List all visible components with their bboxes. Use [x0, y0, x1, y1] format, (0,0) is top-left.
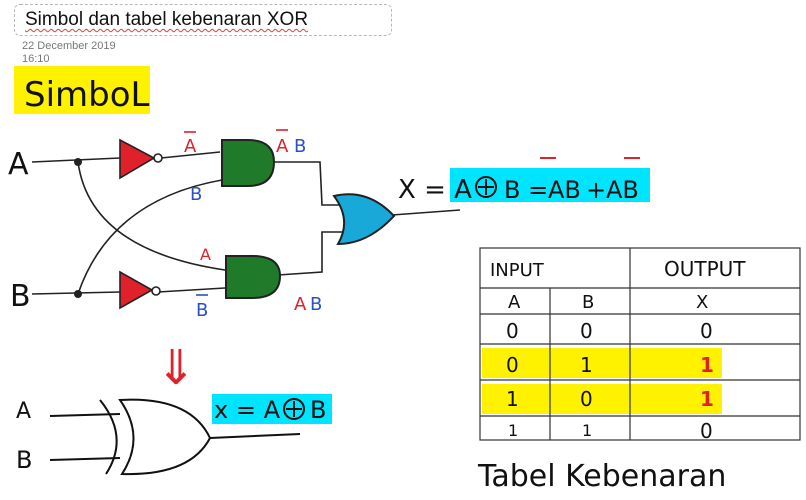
- xor-extra-arc: [99, 399, 118, 475]
- equation-b: B =: [504, 176, 548, 204]
- page-title-box[interactable]: Simbol dan tabel kebenaran XOR: [14, 4, 392, 36]
- page-title: Simbol dan tabel kebenaran XOR: [25, 9, 309, 30]
- and-gate-1: [221, 139, 276, 187]
- or-gate: [332, 193, 396, 246]
- wires: [31, 151, 461, 295]
- xor-gate-body: [118, 398, 212, 476]
- wire-not-b-to-and2: [157, 287, 226, 293]
- wire-b-to-and1: [77, 179, 223, 295]
- input-b-label: B: [10, 279, 31, 314]
- table-group-input: INPUT: [490, 260, 545, 281]
- heading-highlight: [14, 66, 150, 114]
- table-group-output: OUTPUT: [664, 257, 746, 281]
- xor-gate-symbol: [49, 398, 301, 476]
- xor-operator-circle: [475, 176, 497, 198]
- table-header-b: B: [582, 292, 594, 313]
- not-gate-a: [119, 138, 156, 180]
- not-gate-a-bubble: [153, 153, 163, 163]
- page-date: 22 December 2019: [22, 40, 116, 52]
- not-gate-b: [119, 270, 154, 310]
- and-gate-2: [225, 255, 282, 299]
- table-cell: 0: [700, 419, 713, 443]
- table-cell: 1: [582, 421, 592, 440]
- equation-lhs: X = A: [398, 175, 472, 205]
- wire-not-a-to-and1: [160, 151, 221, 159]
- simplified-equation-b: B: [310, 396, 326, 424]
- equation-term2: AB: [606, 176, 639, 204]
- junction-b: [74, 290, 82, 298]
- table-highlight-row-2: [482, 384, 722, 414]
- table-cell: 0: [506, 353, 519, 377]
- down-arrow-icon: ⇓: [156, 340, 196, 396]
- equation-plus: +: [586, 176, 606, 204]
- label-b: B: [190, 184, 202, 205]
- symbol-heading: SimboL: [24, 75, 150, 115]
- junction-a: [74, 158, 82, 166]
- table-cell: 0: [700, 319, 713, 343]
- table-cell: 1: [506, 387, 519, 411]
- table-header-a: A: [508, 292, 521, 313]
- wire-and1-to-or: [272, 161, 340, 206]
- simplified-input-a: A: [16, 399, 31, 424]
- xor-output-wire: [209, 433, 301, 439]
- simplified-equation: x = A: [214, 396, 281, 424]
- table-cell-one: 1: [700, 387, 714, 411]
- table-cell: 1: [508, 421, 518, 440]
- page-time: 16:10: [22, 53, 50, 65]
- label-not-a: A: [184, 136, 197, 157]
- equation-term1: AB: [548, 176, 581, 204]
- simplified-input-b: B: [16, 446, 32, 474]
- wire-or-output: [391, 209, 461, 216]
- table-cell: 0: [580, 319, 593, 343]
- label-a: A: [200, 245, 211, 264]
- label-and1-a: A: [276, 136, 289, 157]
- table-caption: Tabel Kebenaran: [477, 459, 726, 494]
- label-and2-b: B: [310, 294, 322, 315]
- simplified-xor-circle: [283, 398, 305, 420]
- input-a-label: A: [8, 147, 29, 182]
- label-and2-a: A: [294, 294, 307, 315]
- xor-input-b-wire: [49, 457, 121, 461]
- table-cell: 1: [580, 353, 593, 377]
- not-gate-b-bubble: [151, 286, 161, 296]
- table-header-x: X: [696, 292, 708, 313]
- wire-a-to-and2: [77, 161, 226, 271]
- label-not-b: B: [196, 300, 208, 321]
- xor-operator-plus: [478, 179, 494, 195]
- simplified-xor-plus: [286, 401, 302, 417]
- table-cell: 0: [506, 319, 519, 343]
- table-cell-one: 1: [700, 353, 714, 377]
- truth-table: INPUT OUTPUT A B X 0 0 0 0 1 1 1 0 1 1 1…: [479, 247, 801, 443]
- table-highlight-row-1: [482, 348, 722, 378]
- wire-and2-to-or: [277, 231, 342, 276]
- label-and1-b: B: [294, 136, 306, 157]
- simplified-equation-highlight: [212, 394, 332, 424]
- xor-input-a-wire: [49, 413, 121, 417]
- table-cell: 0: [580, 387, 593, 411]
